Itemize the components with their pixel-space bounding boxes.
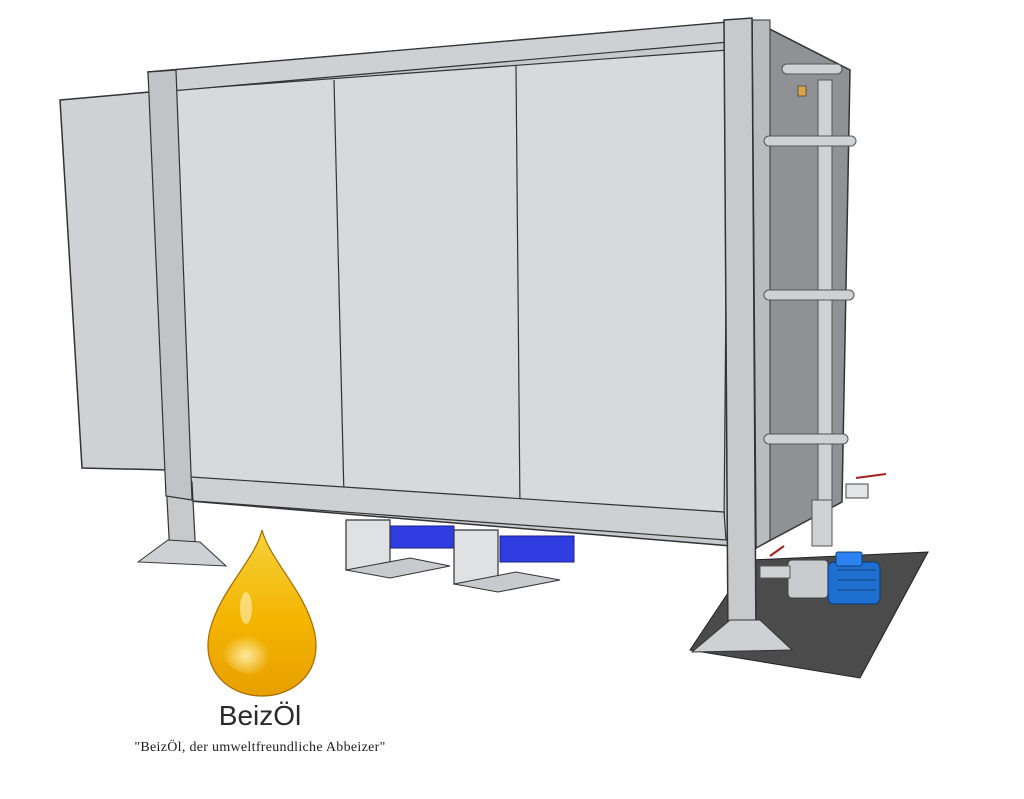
side-rungs [763,63,857,445]
tray-right [499,535,575,563]
panel-divider-1 [333,79,345,498]
left-foot [136,539,228,567]
riser-pipe [817,79,833,531]
pump-feed-pipe [811,499,833,547]
left-post [147,69,193,501]
pump [787,551,881,605]
outlet-valve-handle [855,473,887,479]
skid-right-base [453,571,561,593]
panel-divider-2 [515,65,521,512]
right-leg [723,17,757,641]
right-foot [690,619,794,653]
panel-area [175,49,729,529]
outlet-valve [845,483,869,499]
brand-tagline: "BeizÖl, der umweltfreundliche Abbeizer" [134,740,386,755]
skid-right [453,529,499,585]
skid-left-base [345,557,451,579]
inlet-valve-handle [769,545,785,557]
tray-left [389,525,455,549]
oil-drop-icon [207,529,317,697]
brand-name: BeizÖl [218,700,302,731]
top-valve [797,85,807,97]
pump-inlet-pipe [759,565,791,579]
